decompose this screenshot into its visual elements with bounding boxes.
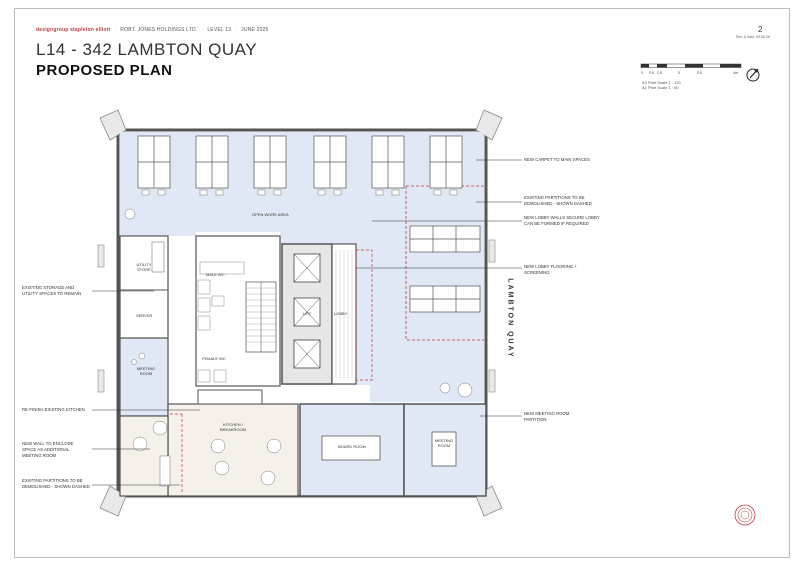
note-new-wall: NEW WALL TO ENCLOSE SPACE AS ADDITIONAL … — [22, 441, 74, 458]
a1-scale: A1 Print Scale 1 : 60 — [642, 85, 679, 90]
street-label: LAMBTON QUAY — [506, 278, 514, 359]
page-subtitle: PROPOSED PLAN — [36, 62, 173, 79]
note-refinish-kitchen: RE-FINISH EXISTING KITCHEN — [22, 407, 85, 412]
existing-partitions-dashed — [405, 185, 484, 341]
note-existing-partitions-top: EXISTING PARTITIONS TO BE DEMOLISHED - S… — [524, 195, 592, 206]
desk-clusters — [137, 135, 481, 313]
client-name: ROBT. JONES HOLDINGS LTD. — [120, 27, 198, 33]
date-label: JUNE 2026 — [241, 27, 269, 33]
leader-lines — [92, 159, 522, 486]
scale-tick: 3 — [678, 71, 680, 75]
scale-tick: 0 — [641, 71, 643, 75]
print-scales: A3 Print Scale 1 : 120 A1 Print Scale 1 … — [642, 80, 681, 90]
scale-tick: 4m — [733, 71, 738, 75]
chairs — [124, 189, 473, 487]
sheet-header: designgroup stapleton elliott·ROBT. JONE… — [36, 27, 269, 33]
note-new-lobby-walls: NEW LOBBY WALLS SECURE LOBBY CAN BE FORM… — [524, 215, 600, 226]
scale-tick: 3.5 — [697, 71, 702, 75]
room-label-male-wc: MALE WC — [206, 272, 225, 277]
room-label-server: SERVER — [136, 313, 153, 318]
lobby-screen-dashed — [355, 249, 373, 381]
revision-info: Rev. A Date: 09.06.26 — [736, 35, 770, 39]
a3-scale: A3 Print Scale 1 : 120 — [642, 80, 681, 85]
stair — [245, 281, 277, 353]
level-label: LEVEL 13 — [207, 27, 232, 33]
note-new-meeting-partition: NEW MEETING ROOM PARTITION — [524, 411, 570, 422]
note-existing-partitions-bottom: EXISTING PARTITIONS TO BE DEMOLISHED - S… — [22, 478, 90, 489]
room-label-meeting-room-right: MEETING ROOM — [434, 438, 454, 448]
scale-tick: 0.5 — [649, 71, 654, 75]
room-label-utility-store: UTILITY STORE — [136, 262, 152, 272]
meeting-room-small-zone — [119, 337, 169, 417]
scale-tick: 1.5 — [657, 71, 662, 75]
north-arrow-icon — [746, 68, 760, 82]
room-label-female-wc: FEMALE WC — [202, 356, 226, 361]
page-number: 2 — [758, 25, 763, 34]
note-existing-storage: EXISTING STORAGE AND UTILITY SPACES TO R… — [22, 285, 82, 296]
brand-name: designgroup stapleton elliott — [36, 27, 111, 33]
room-label-board-room: BOARD ROOM — [338, 444, 366, 449]
storage-server-block — [119, 235, 169, 339]
room-label-meeting-room-small: MEETING ROOM — [136, 366, 156, 376]
room-label-lift: LIFT — [303, 311, 312, 316]
scale-bar — [640, 63, 742, 68]
room-label-lobby: LOBBY — [334, 311, 348, 316]
note-new-carpet: NEW CARPET TO MAIN SPACES — [524, 157, 590, 162]
room-label-kitchen: KITCHEN / BREAKROOM — [219, 422, 246, 432]
page-title: L14 - 342 LAMBTON QUAY — [36, 40, 258, 59]
note-new-lobby-flooring: NEW LOBBY FLOORING + SCREENING — [524, 264, 577, 275]
room-label-open-work-area: OPEN WORK AREA — [252, 212, 289, 217]
logo-seal-icon — [734, 504, 756, 526]
